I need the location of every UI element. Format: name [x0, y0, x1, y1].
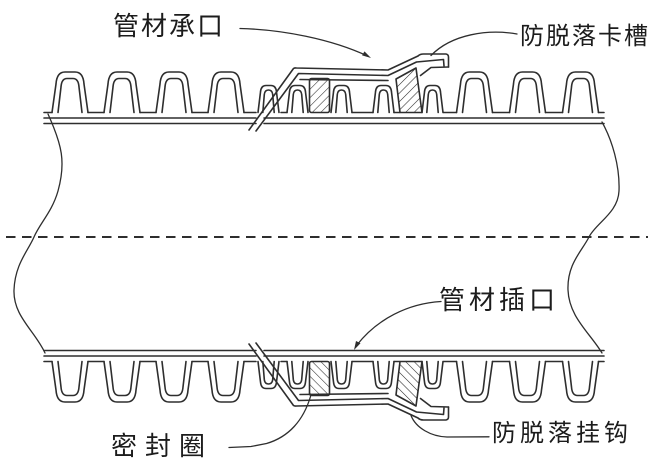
leader-seal-ring [228, 395, 312, 449]
break-line-right [567, 121, 620, 354]
leader-retention-hook [410, 414, 490, 438]
leader-socket [239, 27, 369, 57]
leader-retention-slot [430, 31, 518, 57]
leader-spigot [355, 300, 442, 347]
pipe-lower-half [44, 343, 604, 420]
label-retention-slot: 防脱落卡槽 [520, 22, 650, 50]
arrowhead-spigot [354, 341, 361, 350]
arrowhead-socket [362, 51, 371, 58]
pipe-upper-half [44, 54, 604, 131]
label-pipe-spigot: 管材插口 [439, 286, 560, 316]
label-seal-ring: 密封圈 [111, 432, 214, 462]
label-pipe-socket: 管材承口 [113, 12, 226, 42]
break-line-left [13, 113, 63, 354]
label-retention-hook: 防脱落挂钩 [492, 419, 632, 447]
